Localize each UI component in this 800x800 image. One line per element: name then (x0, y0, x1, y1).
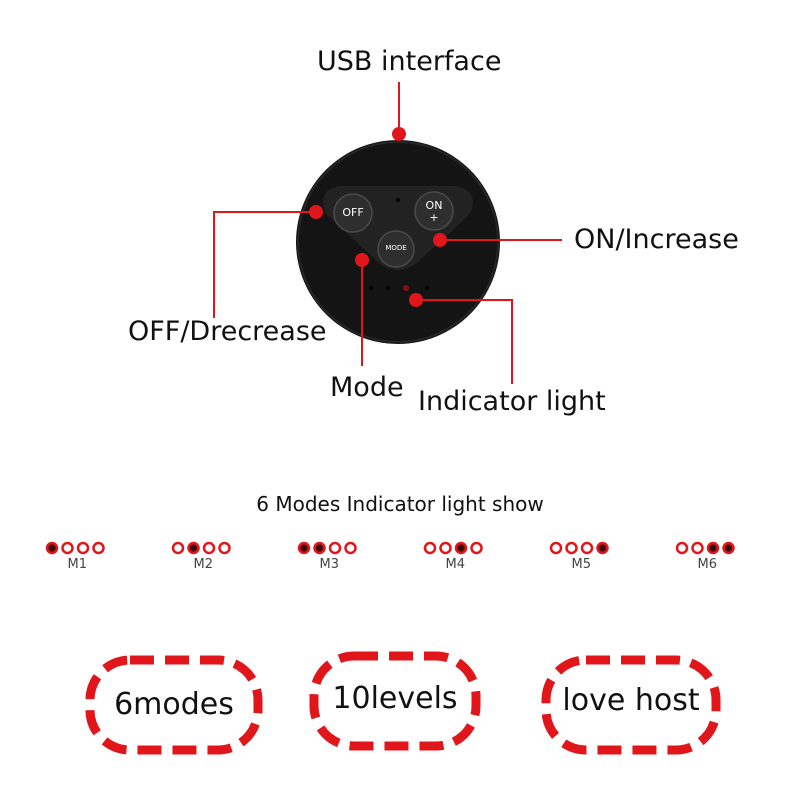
mode-button-label: MODE (385, 244, 407, 252)
mode-label: Mode (330, 372, 404, 403)
device-rim (297, 141, 499, 343)
mode-light-group-m6 (675, 541, 735, 555)
mode-light-group-m5 (549, 541, 609, 555)
indicator-dot-off (691, 541, 704, 555)
indicator-dot-off (470, 541, 483, 555)
mode-label-m3: M3 (319, 557, 340, 572)
indicator-dot-off (171, 541, 185, 555)
indicator-dot-core (458, 545, 464, 551)
indicator-dot-off (580, 541, 594, 555)
indicator-dot-off (565, 541, 578, 555)
on-increase-label: ON/Increase (574, 224, 739, 255)
badge-frame-host (541, 655, 721, 755)
off-decrease-label: OFF/Drecrease (128, 316, 327, 347)
mode-light-group-m3 (297, 541, 357, 555)
mode-label-m2: M2 (193, 557, 214, 572)
on-button-label: ON (425, 199, 443, 212)
indicator-dot-core (49, 545, 55, 551)
device-hole (386, 286, 390, 290)
indicator-dot-core (301, 545, 307, 551)
indicator-dot-off (61, 541, 74, 555)
indicator-dot-off (549, 541, 563, 555)
off-callout-dot (309, 205, 323, 219)
mode-light-group-m2 (171, 541, 231, 555)
mode-light-group-m1 (45, 541, 105, 555)
mode-button[interactable] (377, 230, 415, 268)
indicator-dot-off (439, 541, 452, 555)
indicator-dot-off (76, 541, 90, 555)
mode-label-m6: M6 (697, 557, 718, 572)
indicator-dot-off (344, 541, 357, 555)
mode-callout-dot (355, 253, 369, 267)
mode-label-m1: M1 (67, 557, 88, 572)
badge-modes-text: 6modes (114, 687, 234, 722)
mode-label-m5: M5 (571, 557, 592, 572)
on-callout-dot (433, 233, 447, 247)
off-button[interactable] (333, 193, 373, 233)
device-hole (425, 286, 429, 290)
indicator-dot-core (710, 545, 716, 551)
badge-frame-levels (309, 651, 481, 751)
device-hole (396, 198, 400, 202)
indicator-dot-off (423, 541, 437, 555)
indicator-dot-core (316, 545, 323, 551)
indicator-dot-off (675, 541, 689, 555)
on-button-plus: + (429, 211, 439, 224)
indicator-led (403, 285, 409, 291)
indicator-dot-off (328, 541, 342, 555)
indicator-dot-off (202, 541, 216, 555)
indicator-callout-dot (409, 293, 423, 307)
on-button[interactable] (414, 191, 454, 231)
indicator-dot-core (190, 545, 197, 551)
indicator-dot-off (218, 541, 231, 555)
indicator-dot-core (725, 545, 732, 551)
indicator-dot-off (92, 541, 105, 555)
off-leader-line (213, 211, 316, 318)
badge-frame-modes (85, 655, 263, 755)
device-hole (369, 286, 373, 290)
modes-title: 6 Modes Indicator light show (256, 492, 544, 516)
indicator-leader-line (416, 299, 513, 384)
indicator-light-label: Indicator light (418, 386, 606, 417)
mode-label-m4: M4 (445, 557, 466, 572)
usb-interface-label: USB interface (317, 46, 502, 77)
mode-light-group-m4 (423, 541, 483, 555)
usb-callout-dot (392, 127, 406, 141)
off-button-label: OFF (342, 206, 364, 219)
badge-levels-text: 10levels (332, 681, 458, 716)
badge-host-text: love host (562, 683, 700, 718)
indicator-dot-core (599, 545, 606, 551)
